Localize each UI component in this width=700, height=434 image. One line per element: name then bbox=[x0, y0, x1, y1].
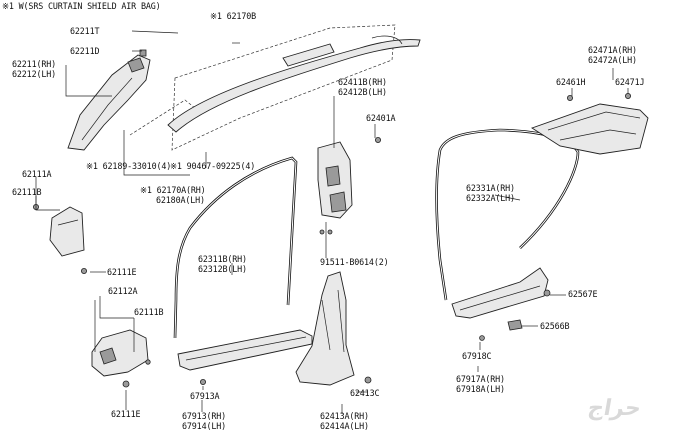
airbag-note: ※1 W(SRS CURTAIN SHIELD AIR BAG) bbox=[2, 1, 161, 11]
part-62170B: ※1 62170B bbox=[210, 11, 257, 21]
part-62211T: 62211T bbox=[70, 26, 100, 36]
part-62312B-lh: 62312B(LH) bbox=[198, 264, 247, 274]
part-62212-lh: 62212(LH) bbox=[12, 69, 57, 79]
part-62111B-top: 62111B bbox=[12, 187, 42, 197]
part-67918A-lh: 67918A(LH) bbox=[456, 384, 505, 394]
part-67914-lh: 67914(LH) bbox=[182, 421, 227, 431]
part-90467: ※1 90467-09225(4) bbox=[170, 161, 256, 171]
part-62170A-rh: ※1 62170A(RH) bbox=[140, 185, 206, 195]
part-62211-rh: 62211(RH) bbox=[12, 59, 57, 69]
part-67913A: 67913A bbox=[190, 391, 220, 401]
part-62189: ※1 62189-33010(4) bbox=[86, 161, 172, 171]
part-62471A-rh: 62471A(RH) bbox=[588, 45, 637, 55]
curtain-airbag-group bbox=[129, 24, 421, 151]
part-62112A: 62112A bbox=[108, 286, 138, 296]
part-62413C: 62413C bbox=[350, 388, 380, 398]
rear-scuff-plate bbox=[451, 267, 551, 341]
part-67918C: 67918C bbox=[462, 351, 492, 361]
center-pillar-lower bbox=[295, 271, 372, 386]
part-62411B-rh: 62411B(RH) bbox=[338, 77, 387, 87]
a-pillar-garnish bbox=[67, 49, 151, 151]
part-91511: 91511-B0614(2) bbox=[320, 257, 389, 267]
part-62311B-rh: 62311B(RH) bbox=[198, 254, 247, 264]
front-scuff-plate bbox=[177, 329, 313, 385]
part-62414A-lh: 62414A(LH) bbox=[320, 421, 369, 431]
part-62111A: 62111A bbox=[22, 169, 52, 179]
part-67917A-rh: 67917A(RH) bbox=[456, 374, 505, 384]
part-62472A-lh: 62472A(LH) bbox=[588, 55, 637, 65]
part-62401A: 62401A bbox=[366, 113, 396, 123]
part-62331A-rh: 62331A(RH) bbox=[466, 183, 515, 193]
part-62461H: 62461H bbox=[556, 77, 586, 87]
part-62111E-top: 62111E bbox=[107, 267, 137, 277]
part-62413A-rh: 62413A(RH) bbox=[320, 411, 369, 421]
b-pillar-lower-garnish bbox=[91, 329, 151, 388]
part-62111E-low: 62111E bbox=[111, 409, 141, 419]
watermark-logo: حراج bbox=[585, 396, 644, 421]
b-pillar-upper-garnish bbox=[33, 203, 88, 274]
front-door-weatherstrip bbox=[173, 156, 298, 339]
part-62180A-lh: 62180A(LH) bbox=[156, 195, 205, 205]
part-62567E: 62567E bbox=[568, 289, 598, 299]
part-67913-rh: 67913(RH) bbox=[182, 411, 227, 421]
rear-door-weatherstrip bbox=[435, 128, 580, 301]
leader-lines bbox=[35, 30, 629, 414]
part-62412B-lh: 62412B(LH) bbox=[338, 87, 387, 97]
center-pillar-upper bbox=[317, 136, 381, 235]
quarter-trim-panel bbox=[530, 93, 649, 155]
part-62332A-lh: 62332A(LH) bbox=[466, 193, 515, 203]
part-62471J: 62471J bbox=[615, 77, 645, 87]
part-62211D: 62211D bbox=[70, 46, 100, 56]
part-62566B: 62566B bbox=[540, 321, 570, 331]
part-62111B-low: 62111B bbox=[134, 307, 164, 317]
